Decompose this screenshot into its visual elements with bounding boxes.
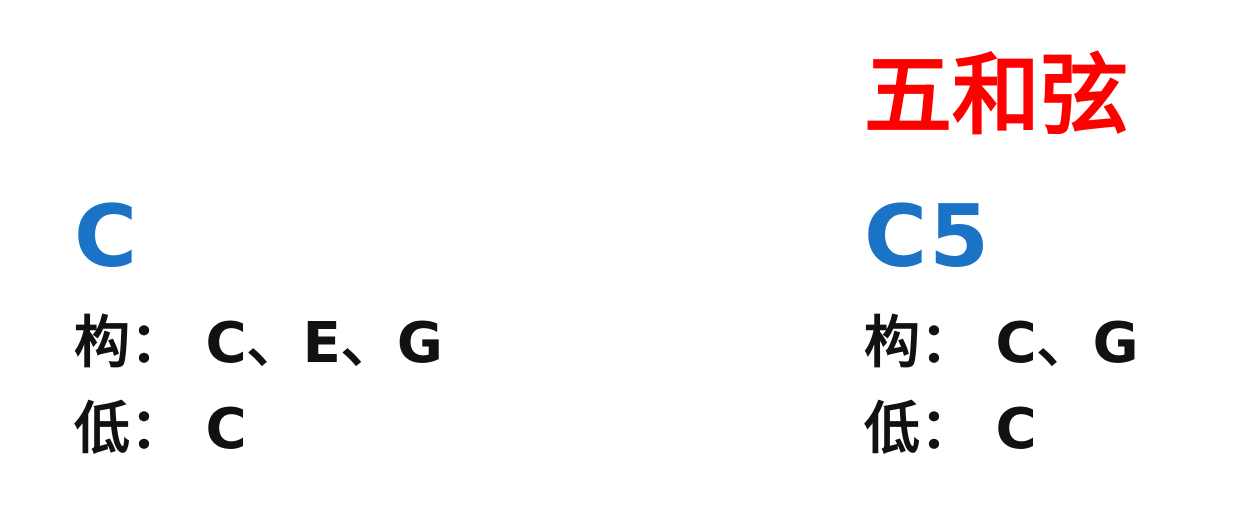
chord-name: C5 [864,187,991,287]
composition-notes: C、G [995,311,1139,376]
composition-notes: C、E、G [205,311,443,376]
bass-note: C [205,397,247,462]
composition-line: 构： C、G [864,316,1139,372]
bass-note: C [995,397,1037,462]
composition-label: 构： [864,311,976,376]
composition-label: 构： [74,311,186,376]
bass-label: 低： [864,397,976,462]
bass-label: 低： [74,397,186,462]
bass-line: 低： C [74,402,247,458]
chord-name: C [74,187,140,287]
bass-line: 低： C [864,402,1037,458]
composition-line: 构： C、E、G [74,316,443,372]
power-chord-title: 五和弦 [864,44,1129,147]
